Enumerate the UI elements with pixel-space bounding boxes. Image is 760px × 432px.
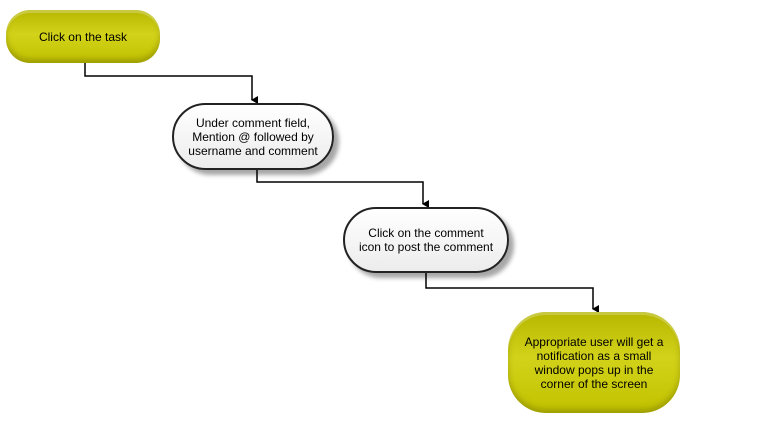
step-label: Click on the task [38,29,128,44]
connector-1-2 [84,63,258,104]
step-click-task: Click on the task [6,10,160,63]
step-label: Under comment field, Mention @ followed … [188,115,318,158]
connector-2-3 [256,170,429,208]
step-notification: Appropriate user will get a notification… [508,312,680,413]
connector-3-4 [425,273,599,313]
step-label: Appropriate user will get a notification… [524,334,664,391]
step-mention-user: Under comment field, Mention @ followed … [172,103,334,170]
step-post-comment: Click on the comment icon to post the co… [343,207,509,273]
step-label: Click on the comment icon to post the co… [358,226,494,254]
